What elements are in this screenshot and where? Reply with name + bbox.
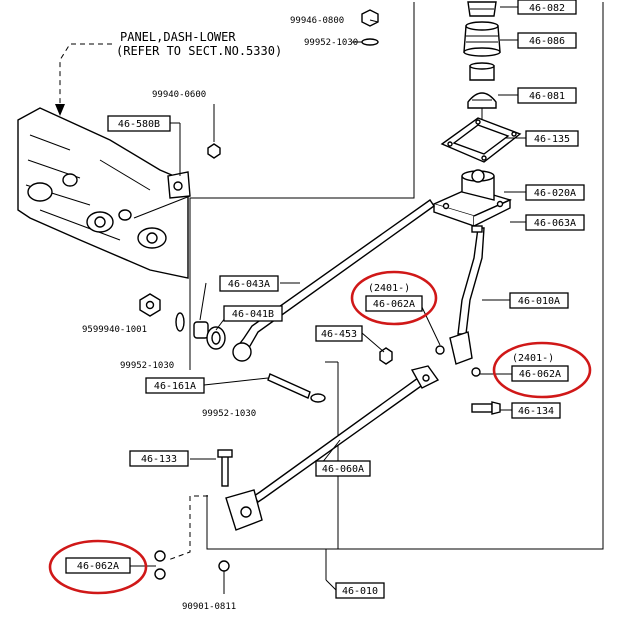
part-label: 46-161A [154, 381, 196, 392]
leader-lines [130, 6, 526, 591]
part-label: 46-010A [518, 296, 560, 307]
part-label: 46-134 [518, 406, 554, 417]
frame-lines [189, 2, 604, 550]
part-label: 46-062A [77, 561, 119, 572]
part-label: 46-062A [519, 369, 561, 380]
part-box-46-041b[interactable]: 46-041B [223, 305, 283, 322]
dash-panel-sketch [17, 107, 191, 279]
part-label: 46-043A [228, 279, 270, 290]
part-label: 46-063A [534, 218, 576, 229]
part-box-46-081[interactable]: 46-081 [517, 87, 577, 104]
part-label: 46-010 [342, 586, 378, 597]
highlight-circle-right [492, 341, 592, 399]
part-box-46-161a[interactable]: 46-161A [145, 377, 205, 394]
part-box-46-063a[interactable]: 46-063A [525, 214, 585, 231]
part-box-46-010[interactable]: 46-010 [335, 582, 385, 599]
lower-joint [154, 449, 263, 594]
part-number-99952-mid: 99952-1030 [120, 361, 174, 371]
part-box-46-062a-right[interactable]: 46-062A [511, 365, 569, 382]
part-number-99946: 99946-0800 [290, 16, 344, 26]
part-number-99952-top: 99952-1030 [304, 38, 358, 48]
part-label: 46-082 [529, 3, 565, 14]
part-box-46-043a[interactable]: 46-043A [219, 275, 279, 292]
serial-code-upper: (2401-) [368, 283, 410, 294]
nut-46-453 [379, 347, 393, 365]
panel-dash-lower-note: PANEL,DASH-LOWER (REFER TO SECT.NO.5330) [55, 30, 282, 116]
part-label: 46-041B [232, 309, 274, 320]
shift-lever [435, 225, 485, 377]
cross-shaft [232, 199, 435, 362]
part-box-46-086[interactable]: 46-086 [517, 32, 577, 49]
panel-note-line1: PANEL,DASH-LOWER [120, 30, 236, 44]
part-label: 46-062A [373, 299, 415, 310]
part-label: 46-020A [534, 188, 576, 199]
part-number-99940: 99940-0600 [152, 90, 206, 100]
part-box-46-062a-upper[interactable]: 46-062A [365, 295, 423, 312]
part-number-9599940: 9599940-1001 [82, 325, 147, 335]
highlight-circle-lower [48, 539, 148, 595]
lever-housing [431, 169, 513, 227]
part-box-46-082[interactable]: 46-082 [517, 0, 577, 15]
part-label: 46-081 [529, 91, 565, 102]
part-label: 46-133 [141, 454, 177, 465]
part-label: 46-135 [534, 134, 570, 145]
part-box-46-010a[interactable]: 46-010A [509, 292, 569, 309]
part-label: 46-580B [118, 119, 160, 130]
top-nut [361, 9, 379, 46]
part-box-46-133[interactable]: 46-133 [129, 450, 189, 467]
part-box-46-453[interactable]: 46-453 [315, 325, 363, 342]
part-label: 46-086 [529, 36, 565, 47]
part-box-46-135[interactable]: 46-135 [525, 130, 579, 147]
part-box-46-020a[interactable]: 46-020A [525, 184, 585, 201]
control-rod [253, 365, 440, 503]
part-label: 46-060A [322, 464, 364, 475]
highlight-circle-upper [350, 270, 438, 326]
bushing-parts [193, 321, 226, 350]
part-box-46-060a[interactable]: 46-060A [315, 460, 371, 477]
small-nut [207, 104, 221, 159]
serial-code-right: (2401-) [512, 353, 554, 364]
part-box-46-580b[interactable]: 46-580B [107, 115, 171, 132]
boot-plate [440, 117, 522, 163]
part-box-46-062a-lower[interactable]: 46-062A [65, 557, 131, 574]
bolt-46-134 [471, 401, 501, 415]
bolt-46-161a [267, 373, 326, 403]
part-number-90901: 90901-0811 [182, 602, 236, 612]
panel-note-line2: (REFER TO SECT.NO.5330) [116, 44, 282, 58]
part-label: 46-453 [321, 329, 357, 340]
part-number-99952-low: 99952-1030 [202, 409, 256, 419]
part-box-46-134[interactable]: 46-134 [511, 402, 561, 419]
boot-stack [463, 1, 501, 122]
left-nut [139, 293, 185, 332]
